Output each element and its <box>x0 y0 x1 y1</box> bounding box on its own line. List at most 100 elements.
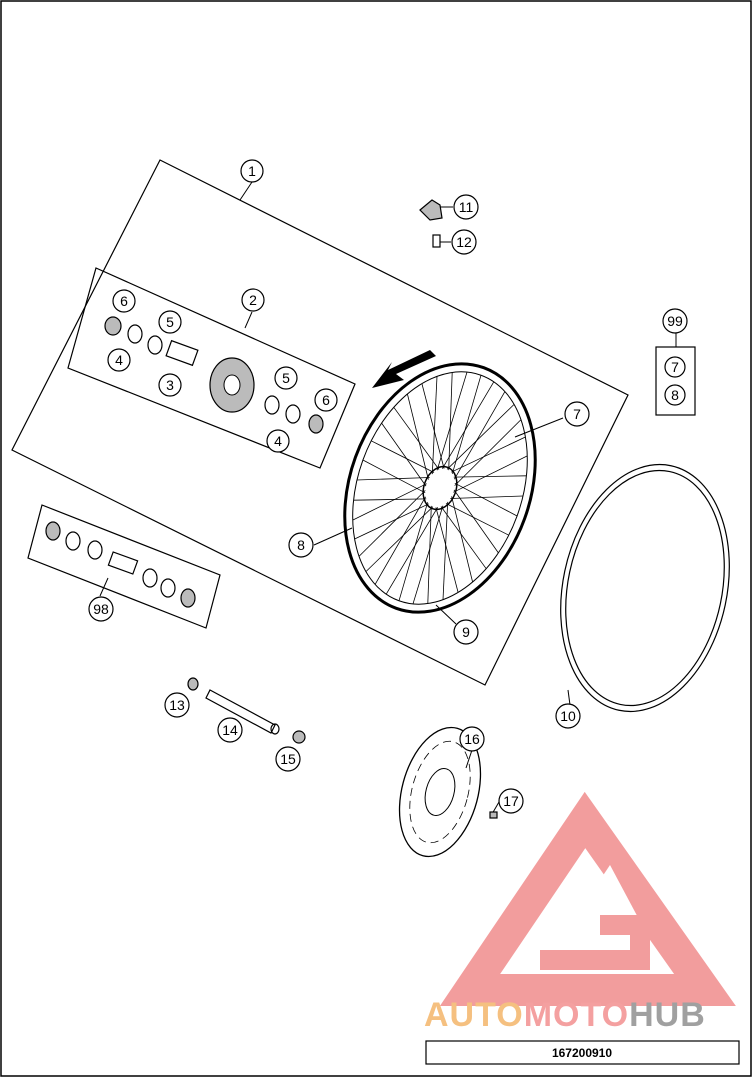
spoke <box>453 475 527 478</box>
spoke <box>365 506 434 572</box>
spoke <box>445 503 509 536</box>
callout-4: 4 <box>266 429 290 453</box>
spoke <box>371 440 435 473</box>
wheel-assembly-frame <box>11 159 629 686</box>
axle-parts <box>187 677 306 744</box>
spoke <box>398 502 429 601</box>
callout-7: 7 <box>664 356 686 378</box>
callout-label: 9 <box>462 624 470 640</box>
spoke <box>353 498 427 501</box>
spoke <box>381 422 427 487</box>
callout-98: 98 <box>88 596 114 622</box>
axle-14 <box>205 689 276 734</box>
hub-subassembly-frame <box>67 267 356 469</box>
spoke <box>427 505 432 604</box>
spoke <box>436 371 468 471</box>
callout-label: 99 <box>667 313 683 329</box>
brake-disc-16 <box>398 726 498 858</box>
callout-label: 7 <box>573 406 581 422</box>
spoke <box>451 436 526 473</box>
callout-label: 2 <box>249 292 257 308</box>
callout-11: 11 <box>453 194 479 220</box>
spoke <box>451 496 473 583</box>
callout-label: 98 <box>93 601 109 617</box>
ring-5-left <box>147 335 163 355</box>
callout-5: 5 <box>274 366 298 390</box>
seal-6-left <box>104 316 122 336</box>
watermark-part-moto: MOTO <box>524 996 629 1034</box>
callout-label: 13 <box>169 697 185 713</box>
leader-lines <box>99 181 677 815</box>
callout-7: 7 <box>564 401 590 427</box>
callout-label: 8 <box>297 537 305 553</box>
spoke <box>354 503 429 540</box>
callout-6: 6 <box>314 388 338 412</box>
callout-label: 10 <box>560 708 576 724</box>
spoke <box>421 383 445 469</box>
bearing-4-right <box>285 404 301 424</box>
callout-1: 1 <box>240 159 264 183</box>
callout-14: 14 <box>217 717 243 743</box>
callout-label: 16 <box>464 731 480 747</box>
spoke <box>435 507 459 593</box>
callout-13: 13 <box>164 692 190 718</box>
spoke <box>454 419 522 486</box>
callout-label: 7 <box>671 359 679 375</box>
spoke <box>451 375 482 474</box>
callout-15: 15 <box>275 746 301 772</box>
callout-8: 8 <box>664 384 686 406</box>
callout-label: 8 <box>671 387 679 403</box>
watermark-logo <box>439 791 736 1006</box>
drawing-number-box <box>425 1040 740 1065</box>
callout-label: 5 <box>282 370 290 386</box>
spoke <box>407 393 429 480</box>
callout-3: 3 <box>158 373 182 397</box>
callout-6: 6 <box>112 289 136 313</box>
callout-label: 17 <box>503 793 519 809</box>
bearing-kit-frame <box>27 504 221 629</box>
callout-label: 6 <box>322 392 330 408</box>
bearing-4-left <box>127 324 143 344</box>
callout-label: 1 <box>248 163 256 179</box>
callout-label: 5 <box>166 314 174 330</box>
spoke <box>453 455 528 493</box>
spoke <box>412 505 444 605</box>
spoke <box>374 496 426 585</box>
ring-5-right <box>264 395 280 415</box>
callout-label: 6 <box>120 293 128 309</box>
spoke <box>352 483 427 521</box>
watermark-text: AUTOMOTOHUB <box>424 996 706 1034</box>
callout-5: 5 <box>158 310 182 334</box>
callout-99: 99 <box>662 308 688 334</box>
spoke <box>446 404 515 470</box>
spoke <box>441 381 495 469</box>
spoke <box>358 490 426 557</box>
spoke <box>385 507 439 595</box>
spoke <box>450 495 524 499</box>
callout-label: 4 <box>115 352 123 368</box>
watermark-part-hub: HUB <box>629 996 706 1034</box>
drawing-number: 167200910 <box>552 1046 612 1060</box>
spoke <box>442 501 449 600</box>
callout-label: 11 <box>459 199 474 215</box>
spoke <box>393 407 440 470</box>
spoke <box>453 489 499 554</box>
spoke <box>362 459 426 494</box>
spacer-3 <box>165 339 199 367</box>
callout-8: 8 <box>288 532 314 558</box>
spoke <box>454 391 506 480</box>
spoke <box>431 376 438 475</box>
spoke <box>448 372 453 471</box>
wheel <box>343 350 537 614</box>
spoke <box>454 482 518 517</box>
callout-16: 16 <box>459 726 485 752</box>
hub-parts <box>104 316 324 434</box>
kit-98-parts <box>45 521 196 608</box>
callout-4: 4 <box>107 348 131 372</box>
screw-17 <box>489 811 498 819</box>
callout-label: 3 <box>166 377 174 393</box>
callout-12: 12 <box>451 229 477 255</box>
